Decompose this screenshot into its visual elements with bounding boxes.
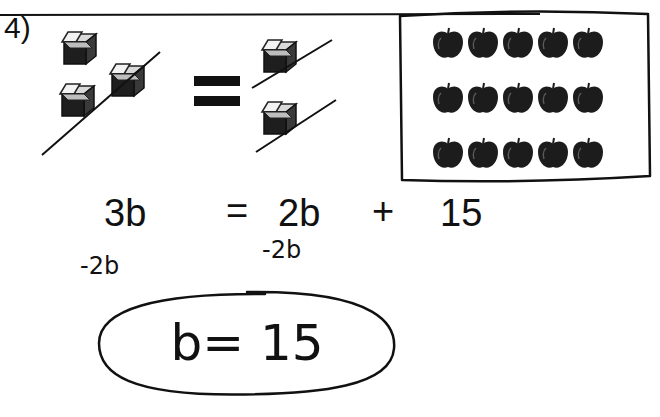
apple-icon <box>468 138 498 168</box>
problem-number: 4) <box>4 13 31 43</box>
apple-box <box>400 11 650 181</box>
handwritten-step: -2b <box>262 238 301 262</box>
apple-icon <box>433 83 463 113</box>
equation-term: 2b <box>278 194 320 232</box>
apple-icon <box>503 83 533 113</box>
apple-icon <box>573 28 603 58</box>
plus-sign: + <box>372 192 394 230</box>
apple-icon <box>573 138 603 168</box>
answer-ellipse: b= 15 <box>97 290 397 397</box>
answer-text: b= 15 <box>170 316 323 371</box>
apple-icon <box>433 138 463 168</box>
equation-term: 15 <box>440 194 482 232</box>
right-boxes <box>252 40 336 152</box>
left-boxes <box>42 32 160 155</box>
apple-icon <box>538 83 568 113</box>
apple-icon <box>538 138 568 168</box>
apple-icon <box>538 28 568 58</box>
apple-icon <box>468 83 498 113</box>
equals-symbol <box>194 76 240 106</box>
apple-icon <box>503 28 533 58</box>
apple-icon <box>468 28 498 58</box>
apple-icon <box>503 138 533 168</box>
equals-sign: = <box>226 192 248 230</box>
apple-icon <box>433 28 463 58</box>
equation-term: 3b <box>104 194 146 232</box>
apple-icon <box>573 83 603 113</box>
handwritten-step: -2b <box>80 254 119 278</box>
